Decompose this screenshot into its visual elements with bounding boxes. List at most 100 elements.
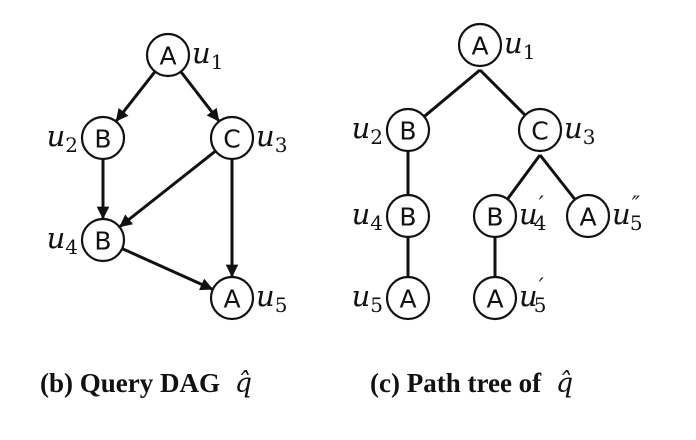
node-circle [80, 217, 126, 263]
node-variable: u [47, 221, 66, 255]
tree-edge-t_u1-t_u2 [423, 68, 481, 118]
node-variable: u [612, 197, 631, 231]
node-circle [385, 107, 431, 153]
node-letter: A [223, 285, 240, 314]
node-variable-label: u4 [47, 221, 78, 259]
node-prime: ′ [539, 193, 544, 218]
node-letter: A [159, 42, 176, 71]
node-variable: u [564, 111, 583, 145]
node-variable: u [352, 279, 371, 313]
dag-edge-u1-u3 [179, 70, 220, 122]
node-subscript: 4 [370, 211, 383, 235]
node-variable-label: u5 [256, 279, 287, 317]
node-subscript: 4 [65, 235, 78, 259]
query-dag-caption-symbol: q̂ [235, 368, 252, 399]
node-variable: u [504, 26, 523, 60]
node-variable: u [192, 36, 211, 70]
node-subscript: 5 [275, 293, 288, 317]
query-dag-caption: (b) Query DAG q̂ [40, 368, 252, 399]
node-letter: A [399, 285, 416, 314]
node-subscript: 1 [523, 40, 536, 64]
node-prime: ″ [632, 193, 641, 218]
node-variable: u [47, 119, 66, 153]
node-letter: A [471, 32, 488, 61]
node-subscript: 5 [370, 293, 383, 317]
node-variable-label: u3 [564, 111, 595, 149]
node-subscript: 2 [65, 133, 78, 157]
node-circle [145, 32, 191, 78]
node-circle [209, 275, 255, 321]
node-subscript: 3 [583, 125, 596, 149]
node-t_u4: Bu4 [352, 193, 431, 239]
tree-edge-t_u3-t_u5pp [538, 154, 577, 201]
dag-edge-u1-u2 [115, 70, 157, 122]
node-letter: A [486, 285, 503, 314]
node-circle [385, 275, 431, 321]
node-subscript: 1 [211, 50, 224, 74]
node-t_u2: Bu2 [352, 107, 431, 153]
node-variable-label: u′4 [519, 193, 546, 235]
node-variable: u [256, 119, 275, 153]
node-variable-label: u5 [352, 279, 383, 317]
node-circle [517, 107, 563, 153]
tree-edge-t_u3-t_u4p [506, 154, 542, 200]
node-variable: u [519, 279, 538, 313]
node-variable-label: u′5 [519, 275, 546, 317]
node-variable-label: u3 [256, 119, 287, 157]
node-t_u5: Au5 [352, 275, 431, 321]
node-subscript: 3 [275, 133, 288, 157]
tree-edge-t_u1-t_u3 [478, 68, 527, 117]
node-letter: B [399, 117, 416, 146]
node-variable-label: u″5 [612, 193, 643, 235]
node-subscript: 5 [534, 293, 547, 317]
dag-edge-u3-u4 [119, 149, 217, 228]
node-variable-label: u1 [504, 26, 535, 64]
node-circle [80, 115, 126, 161]
node-letter: B [399, 203, 416, 232]
path-tree-caption-prefix: (c) Path tree of [370, 368, 542, 398]
node-subscript: 2 [370, 125, 383, 149]
node-letter: B [94, 227, 111, 256]
node-u4: Bu4 [47, 217, 126, 263]
path-tree-caption: (c) Path tree of q̂ [370, 368, 573, 399]
node-circle [565, 193, 611, 239]
node-circle [209, 115, 255, 161]
node-prime: ′ [539, 275, 544, 300]
node-variable: u [256, 279, 275, 313]
node-letter: A [579, 203, 596, 232]
query-dag-edges [96, 70, 239, 291]
node-subscript: 5 [630, 211, 643, 235]
node-circle [472, 275, 518, 321]
node-variable: u [352, 111, 371, 145]
node-letter: C [531, 117, 548, 146]
node-variable-label: u1 [192, 36, 223, 74]
dag-edge-u4-u5 [121, 247, 214, 291]
node-subscript: 4 [534, 211, 547, 235]
node-variable-label: u2 [47, 119, 78, 157]
path-tree-edges [406, 68, 577, 277]
node-circle [385, 193, 431, 239]
query-dag-caption-prefix: (b) Query DAG [40, 368, 220, 398]
path-tree-caption-symbol: q̂ [556, 368, 573, 399]
node-letter: B [94, 125, 111, 154]
node-variable: u [352, 197, 371, 231]
node-variable-label: u2 [352, 111, 383, 149]
node-variable: u [519, 197, 538, 231]
node-circle [472, 193, 518, 239]
node-u2: Bu2 [47, 115, 126, 161]
node-letter: B [486, 203, 503, 232]
node-circle [457, 22, 503, 68]
